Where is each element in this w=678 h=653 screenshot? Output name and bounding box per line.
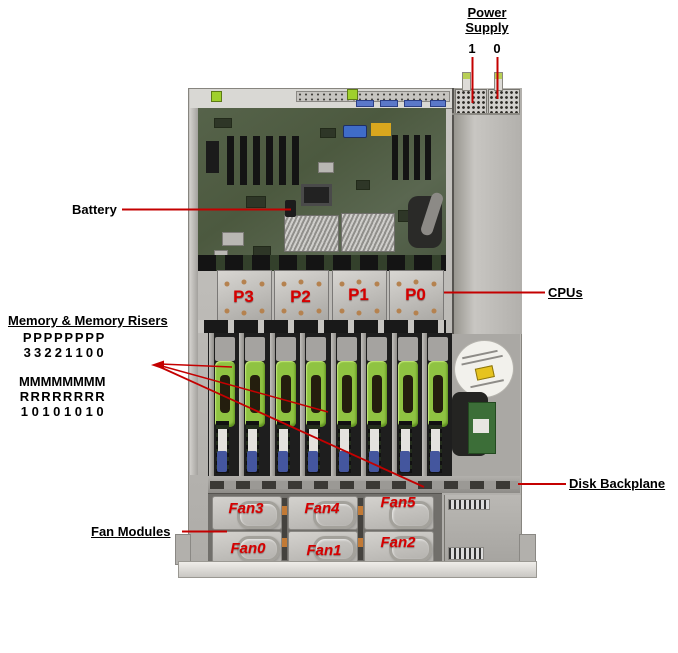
board-label	[473, 419, 489, 433]
cpus-callout: CPUs	[548, 285, 583, 300]
cpu-heatsink-p0	[389, 270, 444, 322]
fan-module-1	[288, 531, 358, 563]
psu-handle-tab	[462, 72, 471, 91]
chip	[318, 162, 334, 173]
power-supply-callout: Power Supply	[450, 5, 524, 35]
chip	[222, 232, 244, 246]
riser-card-slot	[392, 135, 398, 180]
fan-handle	[389, 535, 433, 562]
backplane-connectors	[210, 481, 518, 489]
power-supply-label-line2: Supply	[465, 20, 509, 35]
fan-module-5	[364, 496, 434, 530]
cpu-heatsink-p1	[332, 270, 387, 322]
fan-handle	[313, 535, 357, 562]
chassis-clip	[347, 89, 358, 100]
fan-modules-callout: Fan Modules	[91, 524, 171, 539]
arrowhead-memory	[151, 360, 164, 370]
psu-bay-seam	[452, 113, 520, 115]
battery	[285, 200, 296, 217]
heatsink	[284, 215, 339, 252]
chassis-clip	[211, 91, 222, 102]
memory-riser	[422, 333, 450, 476]
fan-tray	[208, 493, 442, 564]
label-text-line	[470, 379, 504, 389]
controller-board	[468, 402, 496, 454]
power-supply-number-0: 0	[493, 41, 501, 56]
memory-riser	[209, 333, 237, 476]
rear-connector	[356, 100, 374, 107]
chip	[356, 180, 370, 190]
power-supply-bay	[452, 88, 522, 334]
fan-label-1: Fan1	[306, 542, 342, 559]
fan-label-0: Fan0	[230, 540, 266, 557]
cpu-slot-strip	[198, 255, 446, 271]
memory-riser	[331, 333, 359, 476]
cpu-label-p2: P2	[290, 287, 311, 306]
rear-connector	[380, 100, 398, 107]
psu-handle-tab	[494, 72, 503, 91]
fan-handle	[237, 535, 281, 562]
warning-triangle	[474, 365, 495, 381]
fan-connector	[282, 498, 287, 560]
chassis-left-rail	[190, 108, 198, 475]
pcie-slot	[227, 136, 234, 185]
yellow-label	[371, 123, 391, 136]
fan-label-3: Fan3	[228, 500, 264, 517]
battery-callout: Battery	[72, 202, 117, 217]
barcode-label	[448, 499, 490, 510]
vga-connector	[343, 125, 367, 138]
riser-card-slot	[425, 135, 431, 180]
barcode-label	[448, 547, 484, 560]
chip	[246, 196, 266, 208]
fan-module-4	[288, 496, 358, 530]
chip	[214, 118, 232, 128]
power-supply-number-1: 1	[468, 41, 476, 56]
riser-card-slot	[403, 135, 409, 180]
cpu-label-p3: P3	[233, 287, 254, 306]
chipset	[301, 184, 332, 206]
memory-riser	[239, 333, 267, 476]
power-supply-0	[488, 89, 520, 115]
fan-label-5: Fan5	[380, 494, 416, 511]
memory-riser	[300, 333, 328, 476]
riser-card-slot	[414, 135, 420, 180]
heatsink	[341, 213, 395, 252]
memory-riser	[361, 333, 389, 476]
chip	[320, 128, 336, 138]
power-supply-label-line1: Power	[467, 5, 507, 20]
disk-backplane-callout: Disk Backplane	[569, 476, 666, 491]
pcie-slot	[266, 136, 273, 185]
cpu-label-p1: P1	[348, 285, 369, 304]
pcie-slot	[240, 136, 247, 185]
rear-connector	[404, 100, 422, 107]
fan-handle	[389, 500, 433, 529]
memory-callout-title: Memory & Memory Risers	[8, 313, 168, 328]
memory-riser	[392, 333, 420, 476]
rear-connector	[430, 100, 446, 107]
pcie-slot	[253, 136, 260, 185]
memory-slot-strip	[198, 320, 446, 333]
io-connector	[206, 141, 219, 173]
fan-handle	[313, 500, 357, 529]
fan-handle	[237, 500, 281, 529]
memory-riser	[270, 333, 298, 476]
pcie-slot	[279, 136, 286, 185]
fan-module-3	[212, 496, 282, 530]
fan-label-4: Fan4	[304, 500, 340, 517]
fan-module-2	[364, 531, 434, 563]
chassis-front-rail	[178, 561, 537, 578]
fan-label-2: Fan2	[380, 534, 416, 551]
memory-riser-bay	[208, 333, 452, 476]
fan-connector	[358, 498, 363, 560]
disk-backplane	[208, 476, 520, 493]
power-supply-1	[455, 89, 487, 115]
pcie-slot	[292, 136, 299, 185]
cpu-label-p0: P0	[405, 285, 426, 304]
